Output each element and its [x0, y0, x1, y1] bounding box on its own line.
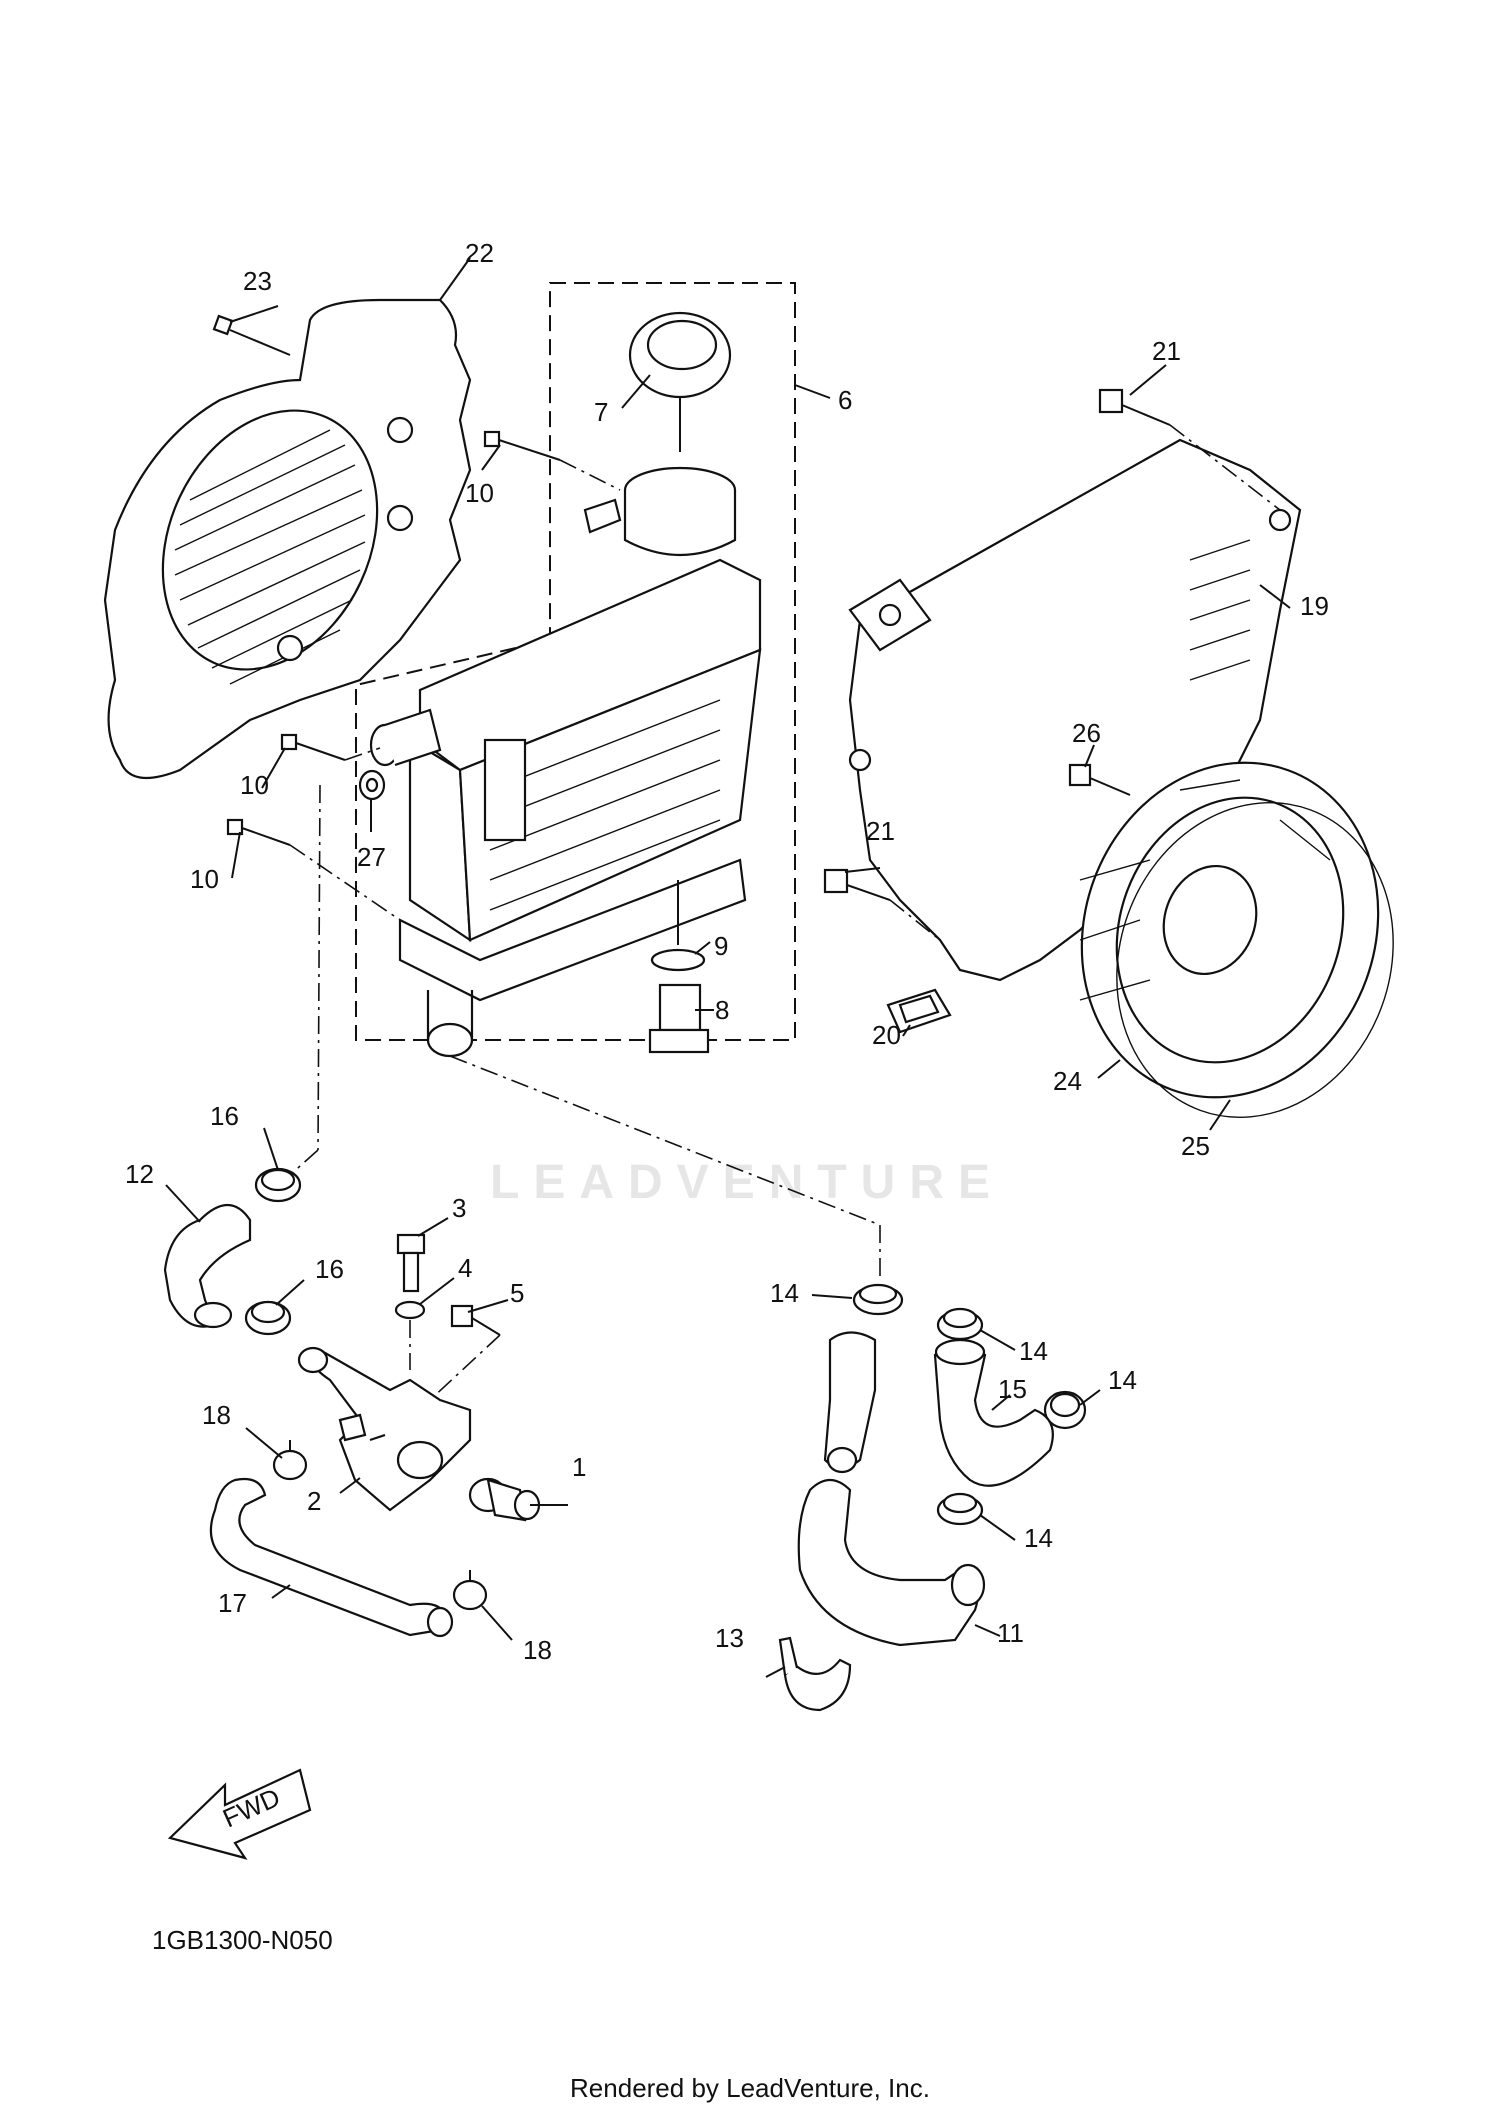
callout-15: 15 — [998, 1374, 1027, 1404]
thermostat-housing-part — [297, 1346, 472, 1512]
bolt-part-26 — [1068, 763, 1131, 796]
bolt-part-21a — [1098, 388, 1171, 426]
engine-cover-part — [848, 438, 1380, 1099]
callout-23: 23 — [243, 266, 272, 296]
callout-13: 13 — [715, 1623, 744, 1653]
damper-part-20 — [886, 988, 952, 1034]
callout-18a: 18 — [202, 1400, 231, 1430]
callout-25: 25 — [1181, 1131, 1210, 1161]
callout-14b: 14 — [1019, 1336, 1048, 1366]
watermark-text: LEADVENTURE — [490, 1156, 1005, 1209]
clamp-part-18b — [452, 1570, 488, 1611]
thermostat-part — [468, 1477, 541, 1522]
callout-26: 26 — [1072, 718, 1101, 748]
callout-14d: 14 — [1024, 1523, 1053, 1553]
leader-lines — [165, 257, 1291, 1678]
callout-22: 22 — [465, 238, 494, 268]
clamp-part-14b — [936, 1307, 984, 1341]
callout-17: 17 — [218, 1588, 247, 1618]
clamp-part-14a — [852, 1283, 904, 1316]
o-ring-part — [650, 948, 706, 972]
callout-2: 2 — [307, 1486, 321, 1516]
screw-part-23 — [212, 314, 291, 356]
callout-12: 12 — [125, 1159, 154, 1189]
rendered-by-footer: Rendered by LeadVenture, Inc. — [570, 2073, 930, 2103]
callout-8: 8 — [715, 995, 729, 1025]
bolt-part-5 — [450, 1304, 501, 1336]
callout-20: 20 — [872, 1020, 901, 1050]
callout-27: 27 — [357, 842, 386, 872]
o-ring-part-25 — [1116, 802, 1394, 1118]
callout-9: 9 — [714, 931, 728, 961]
callout-labels: 1 2 3 4 5 6 7 8 9 10 10 10 11 12 13 14 1… — [125, 238, 1329, 1665]
clamp-part-14d — [936, 1492, 984, 1526]
clamp-part-16b — [244, 1300, 292, 1336]
hose-part-17 — [209, 1477, 454, 1638]
callout-5: 5 — [510, 1278, 524, 1308]
callout-4: 4 — [458, 1253, 472, 1283]
clamp-part-16a — [254, 1167, 302, 1203]
clamp-part-18a — [272, 1440, 308, 1481]
hose-part-12 — [163, 1204, 252, 1329]
hose-part-15 — [933, 1338, 1054, 1487]
callout-6: 6 — [838, 385, 852, 415]
radiator-part — [369, 466, 762, 1058]
clamp-part-14c — [1043, 1390, 1087, 1430]
bolt-part-10b — [280, 733, 346, 761]
callout-19: 19 — [1300, 591, 1329, 621]
drain-bolt-part — [648, 983, 710, 1054]
forward-arrow-icon — [167, 1768, 312, 1860]
bolt-part-21b — [823, 868, 891, 901]
callout-1: 1 — [572, 1452, 586, 1482]
callout-10c: 10 — [190, 864, 219, 894]
washer-part-4 — [394, 1300, 426, 1320]
callout-7: 7 — [594, 397, 608, 427]
callout-16b: 16 — [315, 1254, 344, 1284]
callout-3: 3 — [452, 1193, 466, 1223]
callout-10b: 10 — [240, 770, 269, 800]
bolt-part-10c — [226, 818, 291, 846]
callout-14c: 14 — [1108, 1365, 1137, 1395]
callout-21a: 21 — [1152, 336, 1181, 366]
callout-21b: 21 — [866, 816, 895, 846]
radiator-cap-part — [628, 311, 732, 452]
callout-16a: 16 — [210, 1101, 239, 1131]
clip-part-13 — [778, 1636, 852, 1712]
fan-shroud-part — [103, 298, 472, 780]
bolt-part-10a — [483, 430, 561, 461]
callout-18b: 18 — [523, 1635, 552, 1665]
diagram-code: 1GB1300-N050 — [152, 1925, 333, 1955]
bolt-part-3 — [396, 1233, 426, 1293]
hose-part-11 — [797, 1331, 986, 1647]
callout-11: 11 — [997, 1618, 1024, 1648]
callout-10a: 10 — [465, 478, 494, 508]
callout-24: 24 — [1053, 1066, 1082, 1096]
callout-14a: 14 — [770, 1278, 799, 1308]
washer-part-27 — [358, 769, 386, 801]
